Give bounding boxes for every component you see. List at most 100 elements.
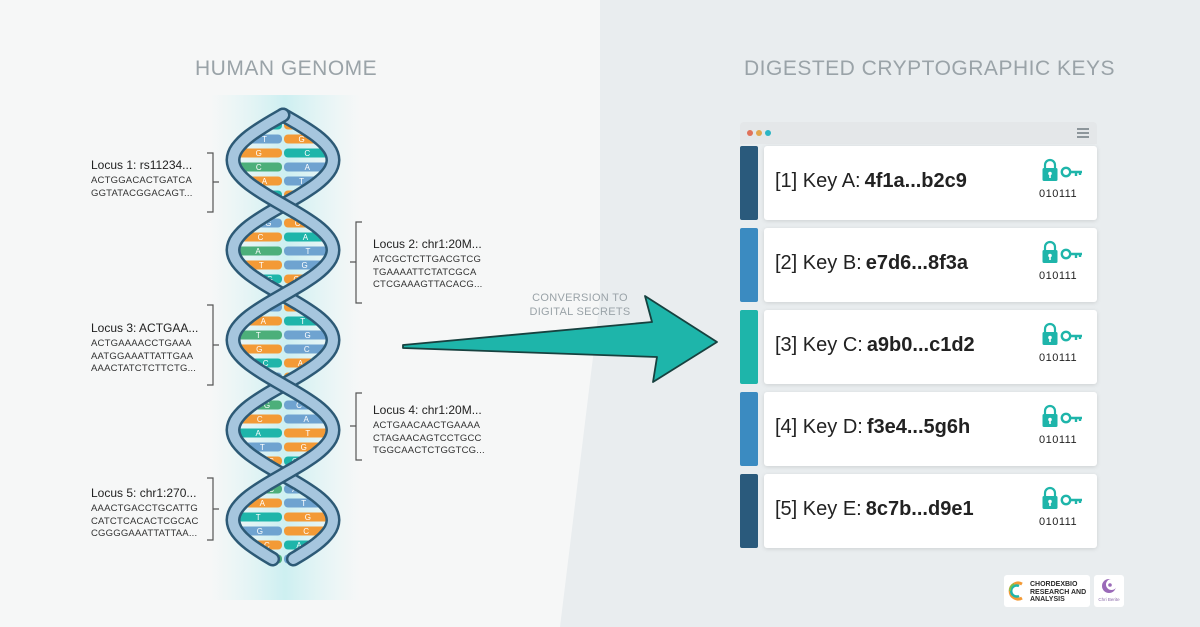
base-letter: C [256, 163, 262, 172]
key-index-label: [5] Key E: [775, 498, 862, 520]
base-letter: T [256, 513, 261, 522]
locus-header: Locus 4: chr1:20M... [373, 403, 482, 417]
window-close-dot-icon[interactable] [747, 130, 753, 136]
base-letter: A [255, 247, 261, 256]
key-card[interactable]: [3] Key C:a9b0...c1d2 010111 [740, 310, 1097, 384]
bracket-locus-4 [350, 392, 362, 461]
partner-logo: Chri Berite [1094, 575, 1124, 607]
key-color-strip [740, 146, 758, 220]
key-bits: 010111 [1039, 516, 1078, 528]
locus-sequence: ACTGGACACTGATCA [91, 175, 192, 186]
base-letter: T [262, 135, 267, 144]
base-letter: G [298, 135, 304, 144]
locus-sequence: CGGGGAAATTATTAA... [91, 528, 198, 539]
key-value: 4f1a...b2c9 [864, 170, 967, 192]
locus-sequence: ACTGAAAACCTGAAA [91, 338, 192, 349]
base-letter: C [257, 415, 263, 424]
key-index-label: [4] Key D: [775, 416, 863, 438]
lock-key-icon [1042, 322, 1082, 345]
key-label: [1] Key A:4f1a...b2c9 [775, 170, 967, 193]
base-letter: G [265, 219, 271, 228]
window-titlebar [740, 122, 1097, 144]
base-pair-segment [233, 512, 282, 522]
base-letter: T [301, 499, 306, 508]
base-pair-segment [233, 330, 282, 340]
key-card[interactable]: [4] Key D:f3e4...5g6h 010111 [740, 392, 1097, 466]
lock-key-icon [1042, 158, 1082, 181]
key-bits: 010111 [1039, 270, 1078, 282]
base-letter: A [298, 359, 304, 368]
locus-header: Locus 1: rs11234... [91, 158, 193, 172]
base-letter: T [259, 261, 264, 270]
locus-3: Locus 3: ACTGAA... ACTGAAAACCTGAAA AATGG… [91, 321, 198, 376]
base-pair-segment [284, 344, 331, 354]
key-box: [1] Key A:4f1a...b2c9 010111 [764, 146, 1097, 220]
bracket-locus-1 [207, 152, 219, 213]
base-letter: C [304, 345, 310, 354]
base-pair-segment [284, 162, 332, 172]
lock-key-icon [1042, 486, 1082, 509]
locus-sequence: ACTGAACAACTGAAAA [373, 420, 481, 431]
locus-brackets [207, 152, 362, 541]
conversion-label-line: DIGITAL SECRETS [529, 306, 631, 318]
base-letter: T [256, 331, 261, 340]
key-color-strip [740, 392, 758, 466]
locus-header: Locus 2: chr1:20M... [373, 237, 482, 251]
key-box: [3] Key C:a9b0...c1d2 010111 [764, 310, 1097, 384]
base-letter: G [264, 401, 270, 410]
locus-sequence: GGTATACGGACAGT... [91, 187, 193, 199]
locus-5: Locus 5: chr1:270... AAACTGACCTGCATTG CA… [91, 486, 199, 541]
base-pair-segment [284, 330, 333, 340]
base-letter: C [303, 527, 309, 536]
hamburger-menu-icon[interactable] [1077, 128, 1089, 138]
key-label: [4] Key D:f3e4...5g6h [775, 416, 970, 439]
partner-logo-text: Chri Berite [1098, 597, 1120, 602]
base-pair-segment [284, 246, 333, 256]
key-index-label: [3] Key C: [775, 334, 863, 356]
key-value: f3e4...5g6h [866, 416, 971, 438]
key-box: [4] Key D:f3e4...5g6h 010111 [764, 392, 1097, 466]
base-pair-segment [234, 148, 282, 158]
base-pair-segment [284, 148, 332, 158]
lock-key-icon [1042, 404, 1082, 427]
key-color-strip [740, 228, 758, 302]
key-color-strip [740, 310, 758, 384]
base-pair-segment [234, 162, 282, 172]
base-letter: T [300, 317, 305, 326]
locus-sequence: CTAGAACAGTCCTGCC [373, 432, 482, 444]
bracket-locus-2 [350, 221, 362, 304]
key-card[interactable]: [1] Key A:4f1a...b2c9 010111 [740, 146, 1097, 220]
base-letter: G [256, 345, 262, 354]
base-letter: C [263, 359, 269, 368]
conversion-label-line: CONVERSION TO [532, 292, 628, 304]
window-maximize-dot-icon[interactable] [765, 130, 771, 136]
key-bits: 010111 [1039, 352, 1078, 364]
base-letter: A [262, 177, 268, 186]
base-letter: G [305, 513, 311, 522]
base-letter: A [255, 429, 261, 438]
locus-sequence: TGGCAACTCTGGTCG... [373, 445, 485, 456]
base-letter: C [304, 149, 310, 158]
locus-4: Locus 4: chr1:20M... ACTGAACAACTGAAAA CT… [373, 403, 485, 458]
locus-sequence: AATGGAAATTATTGAA [91, 350, 194, 362]
base-letter: A [303, 233, 309, 242]
conversion-label: CONVERSION TO DIGITAL SECRETS [520, 291, 640, 319]
window-minimize-dot-icon[interactable] [756, 130, 762, 136]
crescent-logo-icon [1102, 579, 1117, 593]
key-bits: 010111 [1039, 188, 1078, 200]
key-bits: 010111 [1039, 434, 1078, 446]
base-letter: G [256, 149, 262, 158]
bracket-locus-3 [207, 304, 219, 386]
key-index-label: [2] Key B: [775, 252, 862, 274]
base-letter: C [295, 219, 301, 228]
base-pair-segment [235, 344, 282, 354]
crypto-keys-title: DIGESTED CRYPTOGRAPHIC KEYS [744, 57, 1115, 80]
locus-header: Locus 3: ACTGAA... [91, 321, 199, 335]
locus-2: Locus 2: chr1:20M... ATCGCTCTTGACGTCG TG… [373, 237, 483, 292]
key-value: a9b0...c1d2 [866, 334, 975, 356]
key-label: [3] Key C:a9b0...c1d2 [775, 334, 975, 357]
dna-strand-a [227, 110, 339, 564]
locus-sequence: CATCTCACACTCGCAC [91, 515, 199, 527]
